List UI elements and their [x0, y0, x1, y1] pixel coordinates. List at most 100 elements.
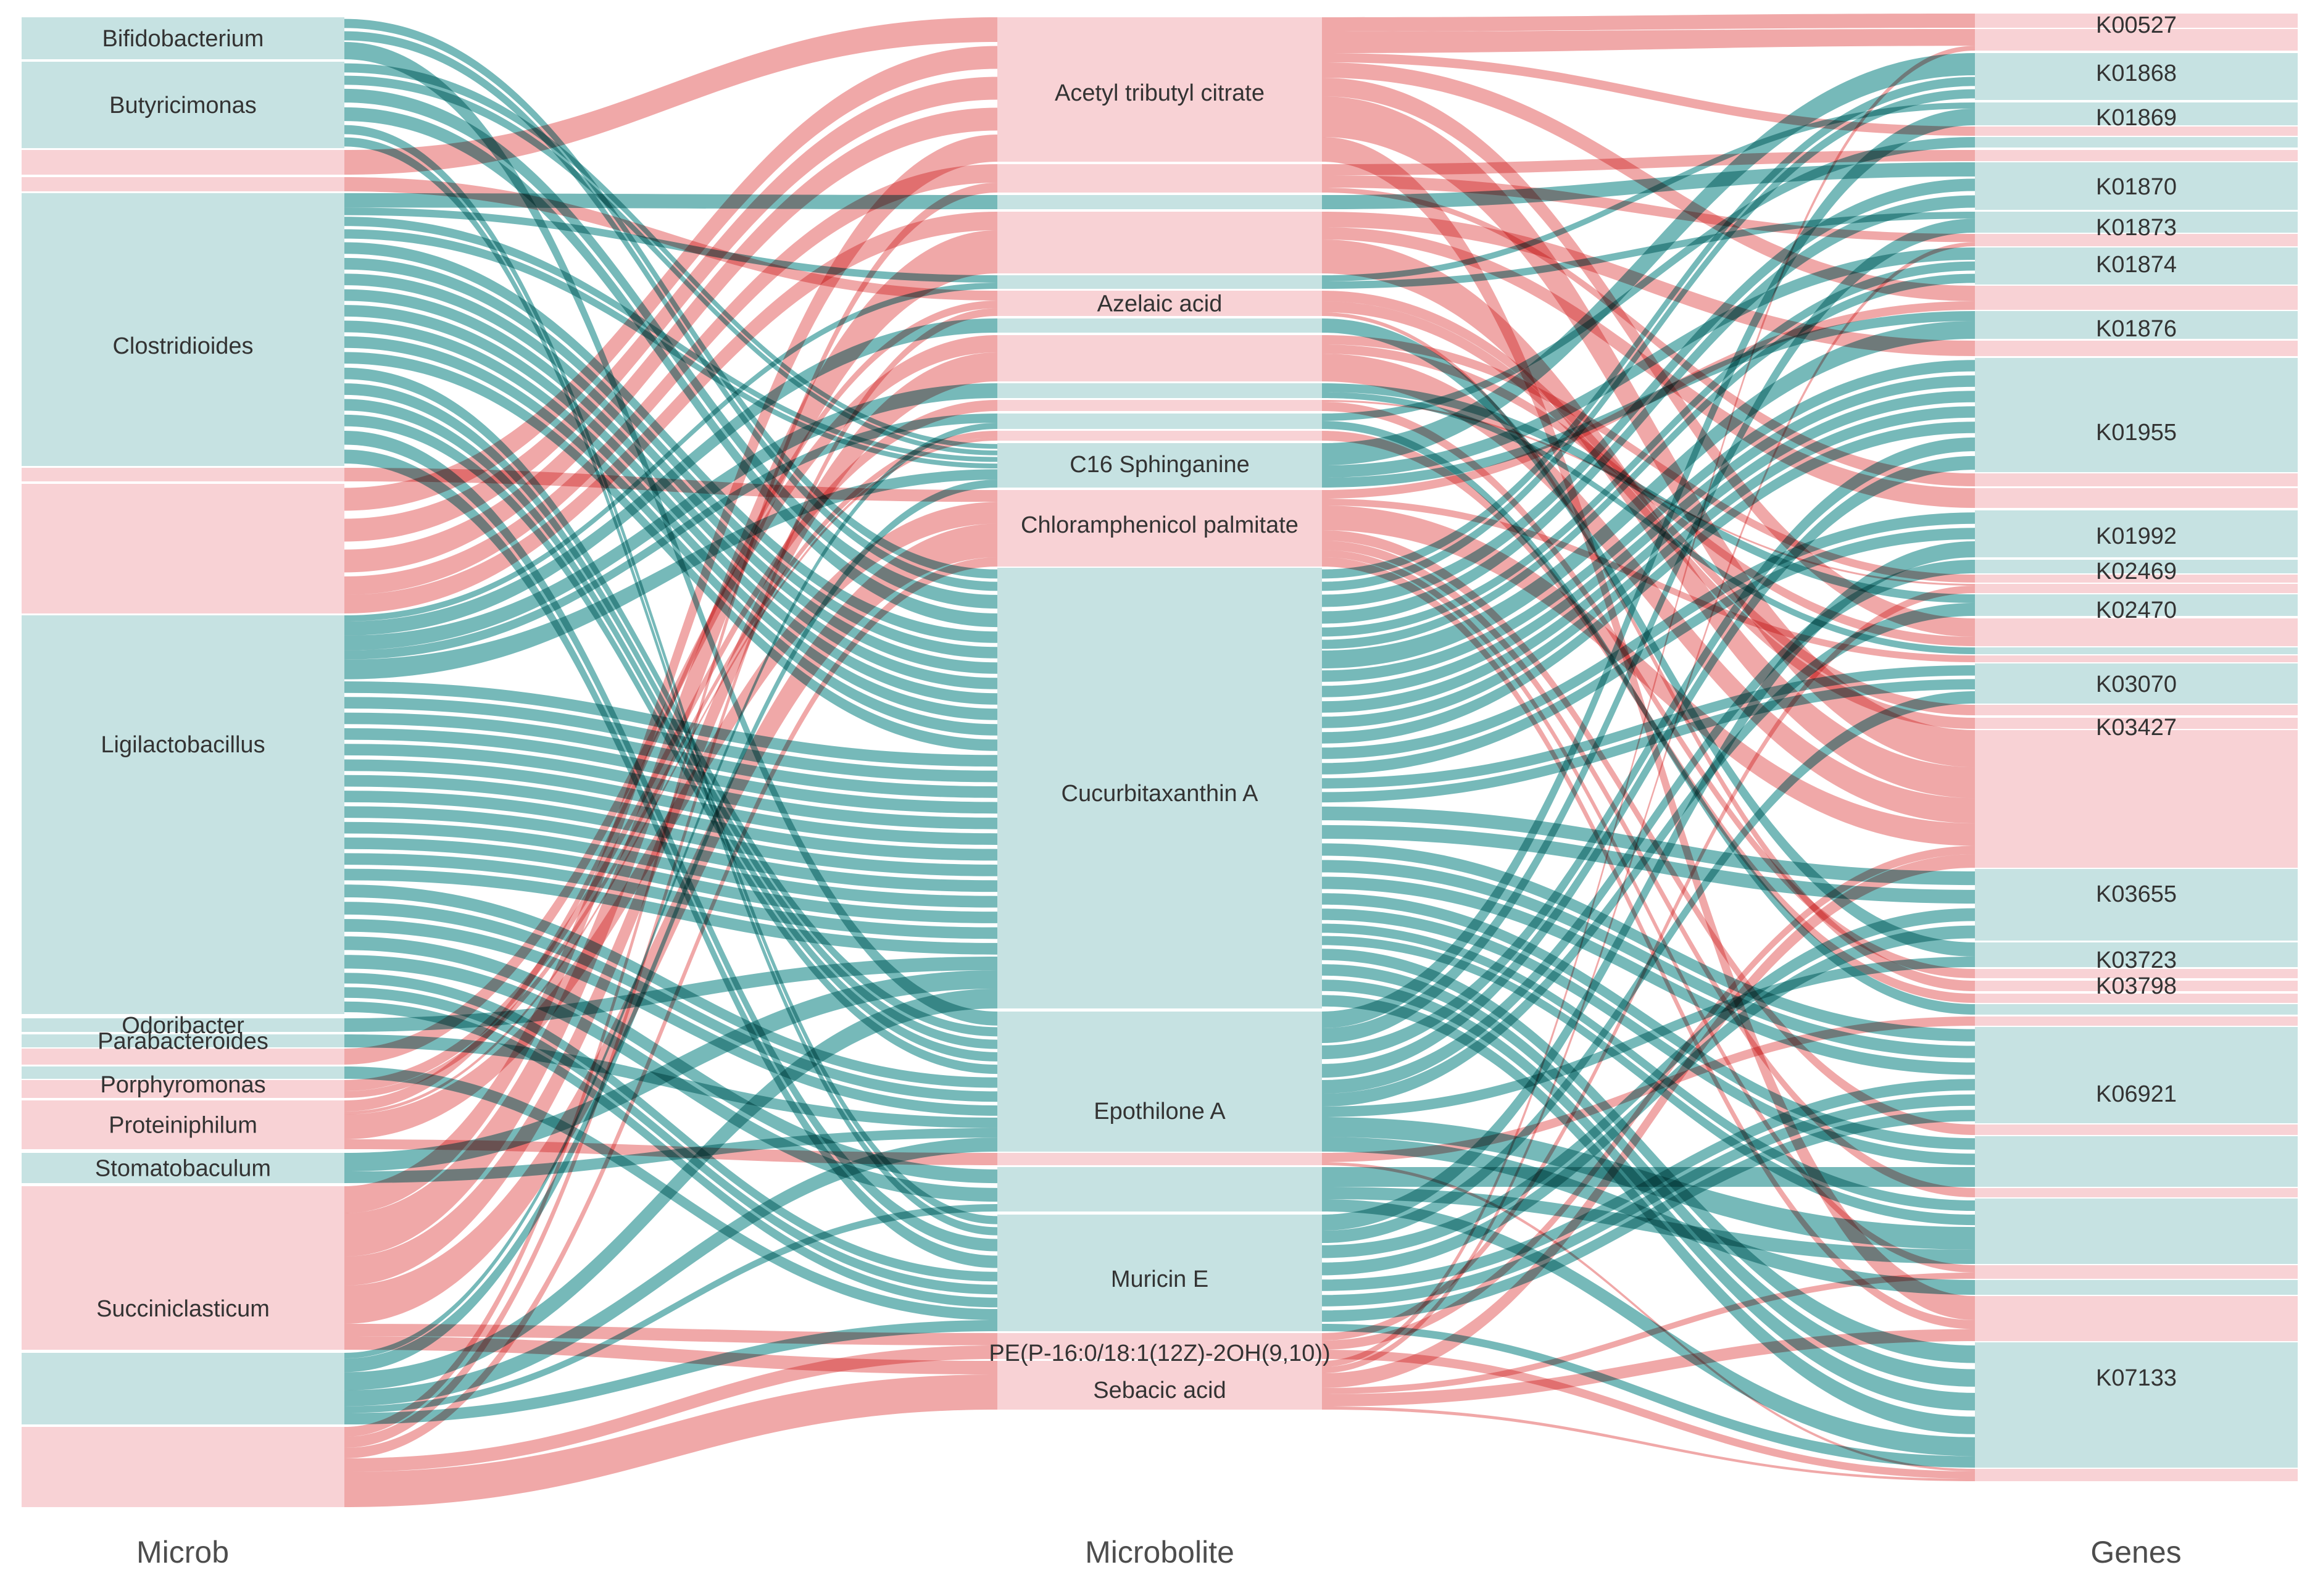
flow-ribbon[interactable]: [1322, 391, 1975, 713]
flow-ribbon[interactable]: [344, 919, 997, 1116]
node-K06921[interactable]: [1975, 1027, 2298, 1123]
flow-ribbon[interactable]: [344, 77, 997, 542]
flow-ribbon[interactable]: [344, 318, 997, 636]
node-Muricin E[interactable]: [997, 1215, 1322, 1331]
node-R6[interactable]: [1975, 137, 2298, 148]
node-K00527[interactable]: [1975, 14, 2298, 28]
flow-ribbon[interactable]: [1322, 1199, 1975, 1457]
flow-ribbon[interactable]: [344, 383, 997, 650]
flow-ribbon[interactable]: [1322, 1324, 1975, 1468]
flow-ribbon[interactable]: [344, 352, 997, 751]
flow-ribbon[interactable]: [1322, 825, 1975, 904]
flow-ribbon[interactable]: [344, 853, 997, 939]
flow-ribbon[interactable]: [344, 1137, 997, 1407]
flow-ribbon[interactable]: [344, 212, 997, 613]
node-Proteiniphilum[interactable]: [22, 1100, 344, 1149]
flow-ribbon[interactable]: [1322, 354, 1975, 824]
node-Azelaic acid[interactable]: [997, 291, 1322, 316]
flow-ribbon[interactable]: [1322, 949, 1975, 1363]
flow-ribbon[interactable]: [1322, 528, 1975, 775]
flow-ribbon[interactable]: [1322, 505, 1975, 846]
flow-ribbon[interactable]: [1322, 137, 1975, 421]
flow-ribbon[interactable]: [344, 135, 997, 1213]
node-M2[interactable]: [997, 164, 1322, 193]
flow-ribbon[interactable]: [1322, 96, 1975, 768]
flow-ribbon[interactable]: [1322, 360, 1975, 682]
node-K03798[interactable]: [1975, 969, 2298, 978]
node-M10[interactable]: [997, 400, 1322, 411]
node-R34[interactable]: [1975, 994, 2298, 1003]
flow-ribbon[interactable]: [344, 557, 997, 1459]
node-M3[interactable]: [997, 195, 1322, 209]
node-K07133[interactable]: [1975, 1342, 2298, 1468]
node-M5[interactable]: [997, 275, 1322, 289]
flow-ribbon[interactable]: [1322, 908, 1975, 1258]
flow-ribbon[interactable]: [1322, 957, 1975, 1117]
node-M18[interactable]: [997, 1167, 1322, 1212]
node-R40[interactable]: [1975, 1188, 2298, 1197]
flow-ribbon[interactable]: [1322, 691, 1975, 1243]
flow-ribbon[interactable]: [344, 806, 997, 892]
flow-ribbon[interactable]: [1322, 665, 1975, 789]
node-M11[interactable]: [997, 414, 1322, 429]
node-R12[interactable]: [1975, 286, 2298, 310]
node-K01873[interactable]: [1975, 212, 2298, 233]
flow-ribbon[interactable]: [1322, 1094, 1975, 1307]
flow-ribbon[interactable]: [344, 480, 997, 1373]
flow-ribbon[interactable]: [344, 744, 997, 829]
node-M7[interactable]: [997, 318, 1322, 333]
flow-ribbon[interactable]: [344, 17, 997, 175]
flow-ribbon[interactable]: [1322, 89, 1975, 591]
node-R17[interactable]: [1975, 488, 2298, 508]
flow-ribbon[interactable]: [1322, 893, 1975, 1150]
node-K03655[interactable]: [1975, 869, 2298, 941]
node-L18[interactable]: [22, 1427, 344, 1507]
flow-ribbon[interactable]: [344, 177, 997, 301]
node-M9[interactable]: [997, 383, 1322, 398]
flow-ribbon[interactable]: [344, 308, 997, 1448]
node-L4[interactable]: [22, 177, 344, 191]
node-Butyricimonas[interactable]: [22, 62, 344, 148]
flow-ribbon[interactable]: [344, 46, 997, 511]
flow-ribbon[interactable]: [1322, 195, 1975, 624]
node-R29[interactable]: [1975, 730, 2298, 868]
node-K02470[interactable]: [1975, 594, 2298, 616]
flow-ribbon[interactable]: [1322, 1407, 1975, 1481]
node-Epothilone A[interactable]: [997, 1012, 1322, 1152]
node-R46[interactable]: [1975, 1469, 2298, 1481]
flow-ribbon[interactable]: [1322, 550, 1975, 1273]
node-R27[interactable]: [1975, 705, 2298, 715]
node-K01992[interactable]: [1975, 510, 2298, 557]
node-Odoribacter[interactable]: [22, 1018, 344, 1032]
flow-ribbon[interactable]: [344, 75, 997, 455]
flow-ribbon[interactable]: [344, 430, 997, 1252]
node-R24[interactable]: [1975, 647, 2298, 654]
flow-ribbon[interactable]: [344, 257, 997, 659]
flow-ribbon[interactable]: [1322, 843, 1975, 1042]
flow-ribbon[interactable]: [1322, 846, 1975, 1350]
flow-ribbon[interactable]: [1322, 854, 1975, 1388]
node-K01955[interactable]: [1975, 358, 2298, 472]
flow-ribbon[interactable]: [344, 335, 997, 1065]
flow-ribbon[interactable]: [1322, 1350, 1975, 1479]
node-K01869[interactable]: [1975, 102, 2298, 125]
flow-ribbon[interactable]: [344, 449, 997, 1268]
flow-ribbon[interactable]: [344, 936, 997, 1184]
flow-ribbon[interactable]: [1322, 422, 1975, 744]
flow-ribbon[interactable]: [1322, 321, 1975, 668]
node-R16[interactable]: [1975, 473, 2298, 486]
node-R33[interactable]: [1975, 981, 2298, 991]
flow-ribbon[interactable]: [344, 283, 997, 621]
flow-ribbon[interactable]: [344, 970, 997, 1171]
flow-ribbon[interactable]: [344, 1204, 997, 1413]
flow-ribbon[interactable]: [344, 383, 997, 1049]
flow-ribbon[interactable]: [344, 193, 997, 209]
flow-ribbon[interactable]: [1322, 273, 1975, 649]
node-R36[interactable]: [1975, 1016, 2298, 1026]
flow-ribbon[interactable]: [344, 183, 997, 1437]
node-R35[interactable]: [1975, 1004, 2298, 1015]
node-R14[interactable]: [1975, 341, 2298, 356]
flow-ribbon[interactable]: [1322, 53, 1975, 465]
flow-ribbon[interactable]: [344, 821, 997, 908]
flow-ribbon[interactable]: [1322, 541, 1975, 1231]
